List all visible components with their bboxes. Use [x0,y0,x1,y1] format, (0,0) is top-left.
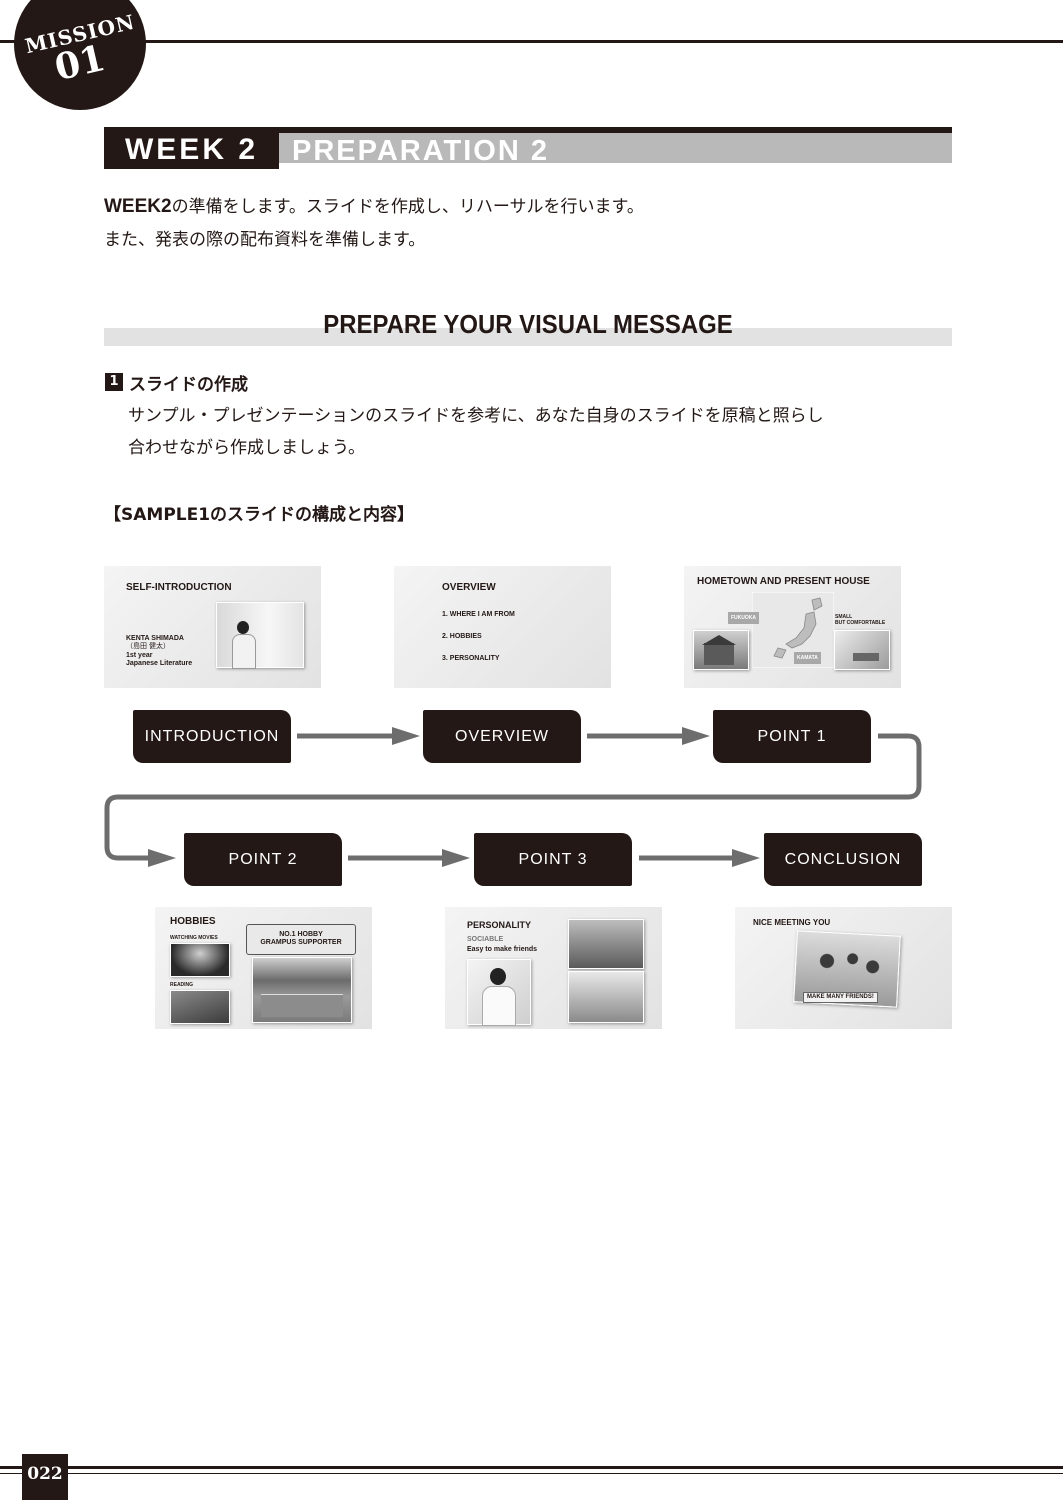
map-tag-fukuoka: FUKUOKA [728,612,759,624]
step-number: 1 [105,373,123,391]
theater-photo [170,943,230,977]
slide-conclusion: NICE MEETING YOU MAKE MANY FRIENDS! [735,907,952,1029]
slide-hobbies: HOBBIES WATCHING MOVIES READING NO.1 HOB… [155,907,372,1029]
week-header-band [279,133,952,163]
flow-box-point-2: POINT 2 [184,833,342,886]
slide-intro-kanji: （島田 健太） [126,643,170,650]
slide-hometown-note2: BUT COMFORTABLE [835,620,886,626]
flow-box-point-1: POINT 1 [713,710,871,763]
slide-personality-title: PERSONALITY [467,920,532,930]
page-number: 022 [22,1454,68,1500]
group-photo [568,971,644,1023]
slide-conclusion-title: NICE MEETING YOU [753,918,831,927]
slide-hometown-title: HOMETOWN AND PRESENT HOUSE [697,576,870,587]
room-photo [834,630,890,670]
slide-personality: PERSONALITY SOCIABLE Easy to make friend… [445,907,662,1029]
slide-personality-desc: Easy to make friends [467,946,538,953]
week-header-block [104,127,279,169]
slide-overview-title: OVERVIEW [442,582,496,593]
house-photo [693,630,749,670]
step-body-line2: 合わせながら作成しましょう。 [128,438,365,458]
bottom-rule-thin [0,1473,1063,1474]
slide-overview: OVERVIEW 1. WHERE I AM FROM 2. HOBBIES 3… [394,566,611,688]
bottom-rule [0,1466,1063,1469]
hobby-callout-line2: GRAMPUS SUPPORTER [260,939,342,946]
step-body-line1: サンプル・プレゼンテーションのスライドを参考に、あなた自身のスライドを原稿と照ら… [128,406,824,426]
flow-arrow-wrap [104,733,922,861]
hobby-callout: NO.1 HOBBY GRAMPUS SUPPORTER [246,924,356,955]
slide-intro-title: SELF-INTRODUCTION [126,582,232,593]
top-rule [0,40,1063,43]
slide-intro-dept: Japanese Literature [126,660,193,667]
slide-intro-name: KENTA SHIMADA [126,635,184,642]
section-title: PREPARE YOUR VISUAL MESSAGE [323,309,733,339]
week-header-rule [104,127,952,133]
flow-box-point-3: POINT 3 [474,833,632,886]
slide-overview-item-2: 2. HOBBIES [442,633,482,640]
classroom-photo [568,919,644,969]
week-title: WEEK 2 [124,133,259,166]
week-subtitle: PREPARATION 2 [292,135,549,167]
sample-title: 【SAMPLE1のスライドの構成と内容】 [104,505,415,525]
stadium-photo [252,957,352,1023]
hobby-callout-line1: NO.1 HOBBY [279,931,323,938]
slide-overview-item-1: 1. WHERE I AM FROM [442,611,515,618]
books-photo [170,990,230,1024]
hobby-label-movies: WATCHING MOVIES [170,935,218,941]
section-band [104,328,952,346]
portrait-photo [216,602,304,669]
person-photo [467,959,531,1026]
slide-personality-trait: SOCIABLE [467,936,504,943]
slide-overview-item-3: 3. PERSONALITY [442,655,500,662]
intro-lead: WEEK2 [104,196,172,217]
slide-introduction: SELF-INTRODUCTION KENTA SHIMADA （島田 健太） … [104,566,321,688]
step-body: サンプル・プレゼンテーションのスライドを参考に、あなた自身のスライドを原稿と照ら… [128,400,958,464]
intro-text: WEEK2の準備をします。スライドを作成し、リハーサルを行います。 また、発表の… [104,190,954,257]
slide-hometown: HOMETOWN AND PRESENT HOUSE FUKUOKA KAMAT… [684,566,901,688]
flow-box-introduction: INTRODUCTION [133,710,291,763]
intro-line2: また、発表の際の配布資料を準備します。 [104,230,426,250]
flow-box-conclusion: CONCLUSION [764,833,922,886]
map-tag-kamata: KAMATA [794,652,821,664]
slide-hobbies-title: HOBBIES [170,916,216,927]
mission-badge: MISSION 01 [14,0,146,110]
slide-hometown-note1: SMALL [835,614,853,620]
flow-box-overview: OVERVIEW [423,710,581,763]
slide-conclusion-caption: MAKE MANY FRIENDS! [803,992,878,1003]
slide-intro-year: 1st year [126,652,153,659]
hobby-label-reading: READING [170,982,194,988]
intro-line1: の準備をします。スライドを作成し、リハーサルを行います。 [171,197,644,217]
step-title: スライドの作成 [129,375,248,395]
